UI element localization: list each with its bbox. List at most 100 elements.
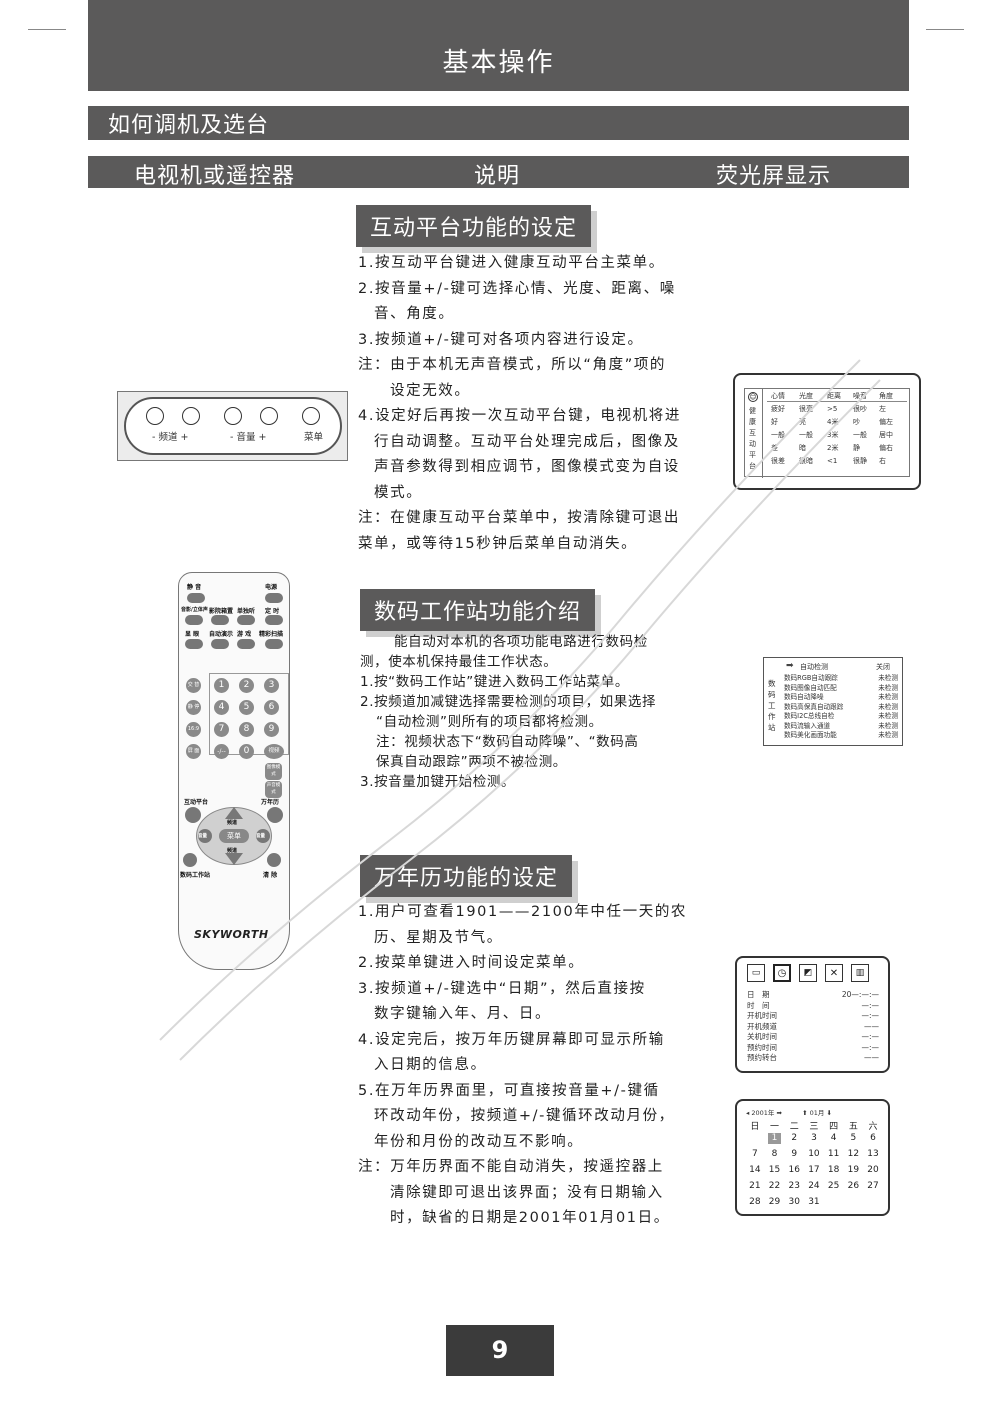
- arrow-right-icon: ➡: [786, 661, 794, 671]
- remote-key[interactable]: [265, 615, 283, 625]
- digit-3-key[interactable]: 3: [264, 678, 279, 693]
- table-cell: 疲好: [771, 405, 785, 413]
- wide-key[interactable]: 16:9: [186, 722, 201, 737]
- video-key[interactable]: 视频: [264, 744, 284, 759]
- remote-key[interactable]: [185, 639, 203, 649]
- dash-key[interactable]: -/--: [214, 744, 229, 759]
- picture-mode-key[interactable]: 图像模式: [265, 763, 282, 780]
- table-cell: 很吵: [853, 405, 867, 413]
- mute-label: 静 音: [187, 584, 202, 591]
- list-item-value: —:—: [861, 1042, 879, 1052]
- detect-list: 数码RGB自动跟踪未检测数码图像自动匹配未检测数码自动降噪未检测数码高保真自动跟…: [782, 674, 900, 741]
- swap-key[interactable]: 交 替: [186, 678, 201, 693]
- list-item-label: 预约时间: [747, 1042, 777, 1052]
- list-item-value: 未检测: [878, 693, 898, 701]
- selected-day: 1: [767, 1133, 782, 1144]
- list-item: 数码I2C总线自检未检测: [782, 712, 900, 722]
- key-label: 显 眼: [185, 631, 200, 638]
- digit-1-key[interactable]: 1: [214, 678, 229, 693]
- channel-up-key[interactable]: [225, 807, 243, 819]
- digit-0-key[interactable]: 0: [239, 744, 254, 759]
- list-item-value: 未检测: [878, 712, 898, 720]
- day-cell: 7: [751, 1149, 758, 1159]
- digital-station-key[interactable]: [183, 853, 197, 867]
- list-item-value: 未检测: [878, 721, 898, 730]
- digit-4-key[interactable]: 4: [214, 700, 229, 715]
- calendar-key[interactable]: [267, 807, 283, 823]
- remote-key[interactable]: [237, 615, 255, 625]
- sound-mode-key[interactable]: 声音模式: [265, 781, 282, 798]
- column-header-tv: 电视机或遥控器: [134, 164, 296, 189]
- volume-down-button[interactable]: [224, 407, 242, 425]
- menu-key[interactable]: 菜单: [219, 829, 249, 843]
- list-item: 数码高保真自动跟踪未检测: [782, 703, 900, 713]
- interactive-platform-key[interactable]: [185, 807, 201, 823]
- list-item: 关机时间—:—: [747, 1032, 879, 1043]
- text-line: 注：在健康互动平台菜单中，按清除键可退出: [358, 510, 680, 526]
- channel-up-button[interactable]: [182, 407, 200, 425]
- digital-text: 能自动对本机的各项功能电路进行数码检 测，使本机保持最佳工作状态。 1.按“数码…: [360, 632, 720, 792]
- up-arrow-icon: ⬆: [802, 1109, 808, 1117]
- channel-down-key[interactable]: [225, 853, 243, 865]
- day-cell: 28: [749, 1197, 761, 1207]
- table-cell: 3米: [827, 431, 839, 439]
- list-item-value: ——: [864, 1021, 879, 1031]
- table-cell: 右: [879, 457, 886, 465]
- table-header-cell: 心情: [771, 392, 785, 400]
- list-item-value: 未检测: [878, 674, 898, 682]
- digit-2-key[interactable]: 2: [239, 678, 254, 693]
- volume-up-button[interactable]: [260, 407, 278, 425]
- remote-key[interactable]: [237, 639, 255, 649]
- day-cell: 24: [808, 1181, 820, 1191]
- list-item: 开机频道——: [747, 1022, 879, 1033]
- day-cell: 13: [867, 1149, 879, 1159]
- remote-key[interactable]: [211, 639, 229, 649]
- volume-up-label: 音量: [256, 834, 265, 839]
- menu-button[interactable]: [302, 407, 320, 425]
- weekday-row: 日一二三四五六: [745, 1119, 883, 1133]
- power-button[interactable]: [265, 593, 283, 603]
- remote-key[interactable]: [185, 615, 203, 625]
- table-cell: 暗: [799, 444, 806, 452]
- remote-key[interactable]: [265, 639, 283, 649]
- side-label: 数 码 工 作 站: [768, 679, 776, 732]
- clear-key[interactable]: [267, 853, 281, 867]
- table-cell: <1: [827, 457, 838, 465]
- screen-key[interactable]: 屏 面: [186, 744, 201, 759]
- digit-9-key[interactable]: 9: [264, 722, 279, 737]
- day-cell: 15: [768, 1165, 781, 1175]
- list-item-label: 预约转台: [747, 1053, 777, 1062]
- day-cell: 26: [847, 1181, 860, 1191]
- remote-key[interactable]: [211, 615, 229, 625]
- day-cell: 23: [788, 1181, 800, 1191]
- digit-8-key[interactable]: 8: [239, 722, 254, 737]
- list-item-label: 日 期: [747, 990, 770, 999]
- text-line: 3.按音量加键开始检测。: [360, 774, 516, 790]
- tools-icon: ✕: [825, 964, 843, 982]
- digit-5-key[interactable]: 5: [239, 700, 254, 715]
- audio-icon: ▥: [851, 964, 869, 982]
- day-cell: 8: [771, 1149, 778, 1159]
- mute-button[interactable]: [187, 593, 205, 603]
- table-cell: 一般: [799, 431, 813, 439]
- text-line: 注：视频状态下“数码自动降噪”、“数码高: [376, 734, 639, 750]
- power-label: 电源: [265, 584, 278, 591]
- digit-7-key[interactable]: 7: [214, 722, 229, 737]
- channel-down-button[interactable]: [146, 407, 164, 425]
- crop-mark-right: [926, 29, 964, 30]
- list-item-value: 未检测: [878, 683, 898, 692]
- table-cell: 很静: [853, 457, 867, 465]
- list-item-label: 数码自动降噪: [784, 693, 824, 701]
- auto-detect-value: 关闭: [876, 663, 890, 671]
- calendar-year: 2001年: [751, 1109, 775, 1117]
- day-cell: 10: [808, 1149, 820, 1159]
- panel-button-strip: - 频道 + - 音量 + 菜单: [124, 397, 342, 455]
- text-line: 能自动对本机的各项功能电路进行数码检: [394, 634, 648, 650]
- digit-6-key[interactable]: 6: [264, 700, 279, 715]
- calendar-text: 1.用户可查看1901——2100年中任一天的农 历、星期及节气。 2.按菜单键…: [358, 900, 738, 1232]
- still-key[interactable]: 静 停: [186, 700, 201, 715]
